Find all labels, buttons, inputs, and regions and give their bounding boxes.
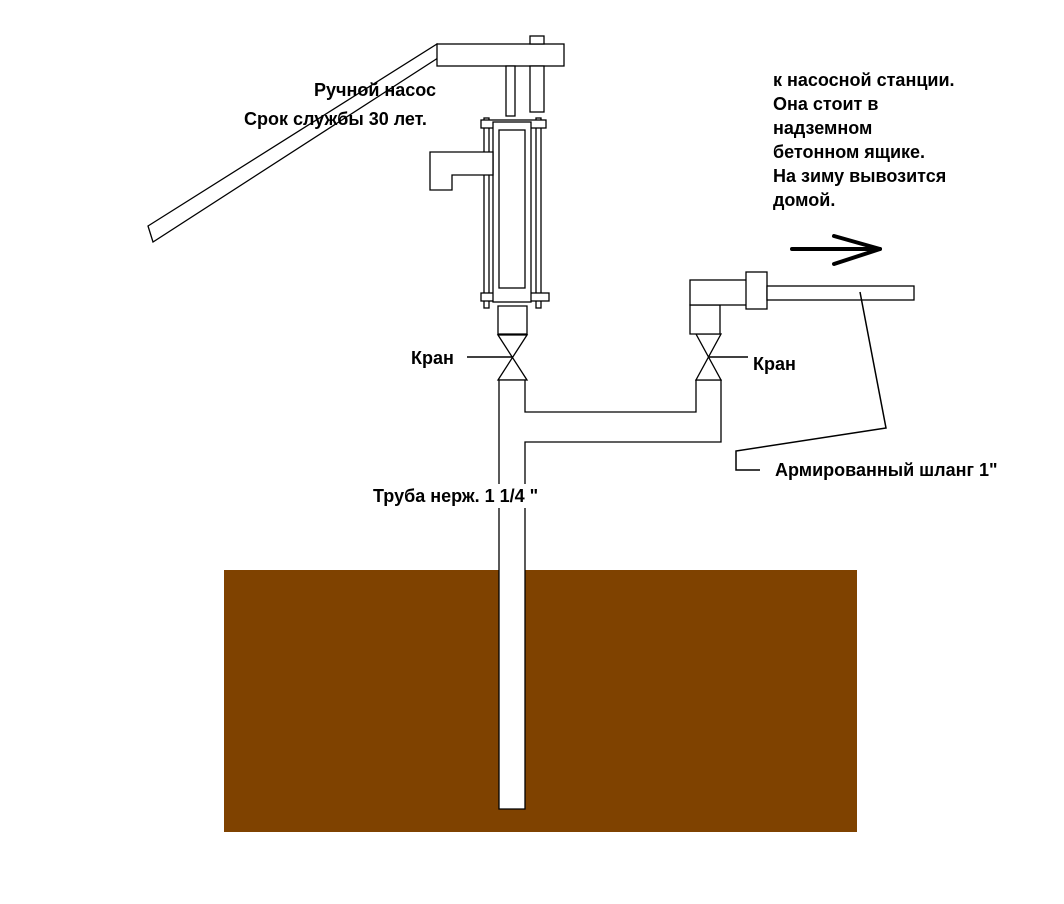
hose-leader [735, 291, 887, 471]
pump-rod-right [529, 65, 545, 113]
pipe-label: Труба нерж. 1 1/4 " [373, 484, 539, 508]
right-reducer [689, 304, 721, 335]
hose-coupling [745, 271, 768, 310]
pump-rod-left [505, 65, 516, 117]
pump-frame-rod-right [535, 117, 542, 309]
pump-label: Ручной насос [314, 80, 437, 100]
pump-spout [429, 151, 494, 191]
station-note-line: домой. [773, 190, 836, 210]
pump-frame-rod-left [483, 117, 490, 309]
ground [224, 570, 857, 832]
station-note: к насосной станции. Она стоит в надземно… [773, 68, 955, 212]
pump-handle-lever [147, 43, 442, 244]
station-note-line: На зиму вывозится [773, 166, 947, 186]
pump-beam-cap [529, 35, 545, 45]
right-elbow [689, 279, 749, 306]
station-note-line: надземном [773, 118, 873, 138]
valve-left-label: Кран [411, 348, 454, 368]
lifetime-label: Срок службы 30 лет. [244, 109, 427, 129]
station-note-line: Она стоит в [773, 94, 879, 114]
station-note-line: бетонном ящике. [773, 142, 926, 162]
pump-cylinder-inner [498, 129, 526, 289]
station-note-line: к насосной станции. [773, 70, 955, 90]
direction-arrow-head [832, 234, 882, 266]
hose-outlet [766, 285, 915, 301]
left-reducer [497, 305, 528, 335]
hose-label: Армированный шланг 1" [775, 460, 998, 480]
valve-right-label: Кран [753, 354, 796, 374]
pump-top-beam [436, 43, 565, 67]
